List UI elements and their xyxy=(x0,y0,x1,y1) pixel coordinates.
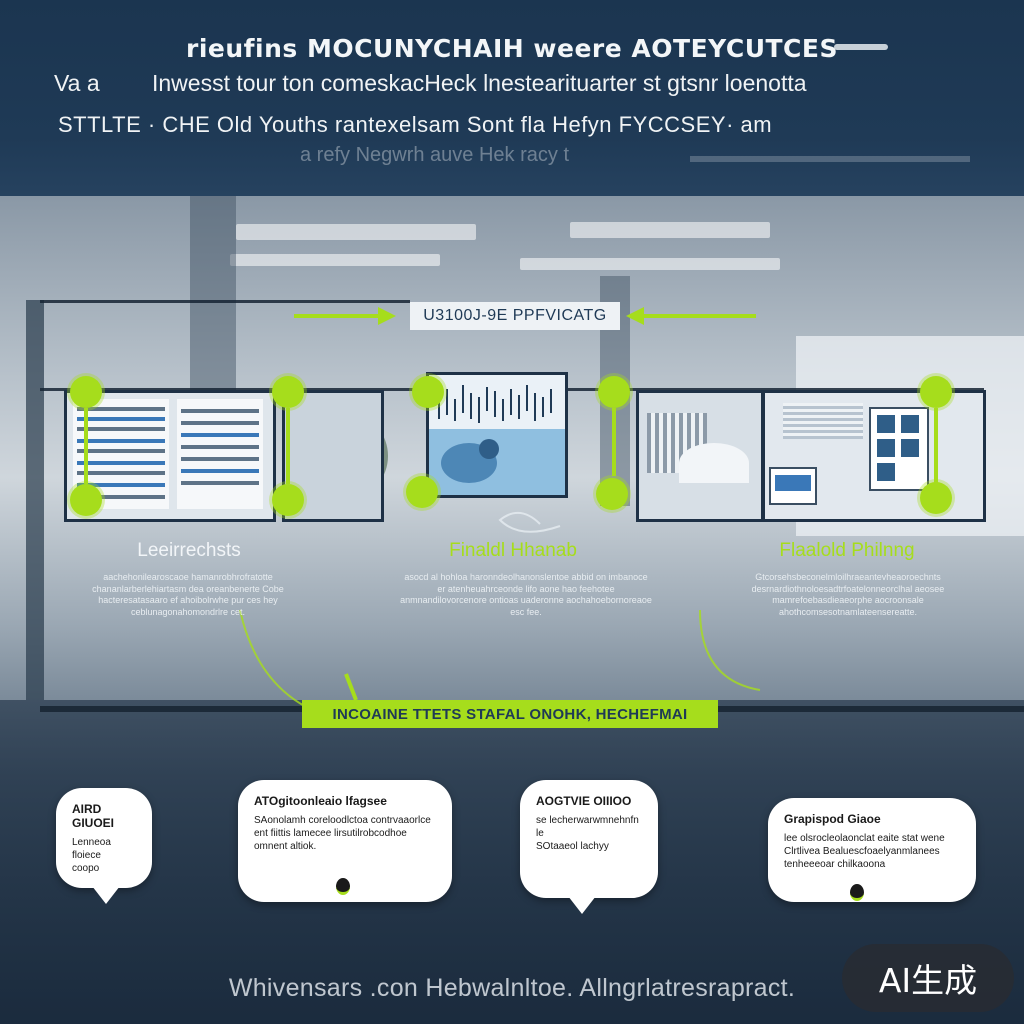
bubble-line: lee olsrocleolaonclat eaite stat wene xyxy=(784,833,945,844)
bubble-line: se lecherwarwmnehnfn le xyxy=(536,815,639,839)
bubble-title: ATOgitoonleaio lfagsee xyxy=(254,794,387,808)
screen-datacenter xyxy=(636,390,764,522)
screen-documents xyxy=(64,390,276,522)
column-text-2: asocd al hohloa haronndeolhanonslentoe a… xyxy=(400,572,652,617)
header-band xyxy=(0,0,1024,196)
node-marker-icon xyxy=(920,376,952,408)
column-text-3: Gtcorsehsbeconelmloilhraeantevheaoroechn… xyxy=(751,572,945,617)
arrow-left-shaft xyxy=(294,314,380,318)
bubble-dot-icon xyxy=(336,878,350,895)
frame-bar-left xyxy=(40,300,410,303)
node-connector xyxy=(286,408,290,484)
node-connector xyxy=(84,408,88,484)
bubble-line: coopo xyxy=(72,863,100,874)
speech-bubble-1: AIRD GIUOEI Lenneoa floiece coopo xyxy=(56,788,152,888)
node-connector xyxy=(612,408,616,476)
node-marker-icon xyxy=(406,476,438,508)
speech-bubble-4: Grapispod Giaoe lee olsrocleolaonclat ea… xyxy=(768,798,976,902)
bubble-line: Clrtlivea Bealuescfoaelyanmlanees xyxy=(784,846,940,857)
bubble-line: omnent altiok. xyxy=(254,841,317,852)
node-connector xyxy=(934,408,938,484)
page-subtitle: Inwesst tour ton comeskacHeck lnestearit… xyxy=(152,70,807,96)
bubble-line: tenheeeoar chilkaoona xyxy=(784,859,886,870)
node-marker-icon xyxy=(70,484,102,516)
node-marker-icon xyxy=(412,376,444,408)
bubble-title: AOGTVIE OIIIOO xyxy=(536,794,632,808)
bubble-tail xyxy=(568,896,596,914)
footer-caption: Whivensars .con Hebwalnltoe. Allngrlatre… xyxy=(228,974,796,1002)
bubble-title: AIRD GIUOEI xyxy=(72,802,115,830)
faded-subline-tail xyxy=(690,156,970,162)
highlight-banner: INCOAINE TTETS STAFAL ONOHK, HECHEFMAI xyxy=(302,700,718,728)
node-marker-icon xyxy=(920,482,952,514)
column-title-2: Finaldl Hhanab xyxy=(449,540,577,561)
arrow-right-icon xyxy=(378,307,396,325)
column-title-3: Flaalold Philnng xyxy=(779,540,915,561)
candlestick-chart-graphic xyxy=(429,375,565,495)
bubble-dot-icon xyxy=(850,884,864,901)
page-title: rieufins MOCUNYCHAIH weere AOTEYCUTCES xyxy=(185,34,838,63)
screen-financial-chart xyxy=(426,372,568,498)
bubble-line: ent fiittis lamecee lirsutilrobcodhoe xyxy=(254,828,407,839)
header-prefix: Va a xyxy=(54,70,100,96)
title-underline-decoration xyxy=(834,44,888,50)
bubble-line: SOtaaeol lachyy xyxy=(536,841,609,852)
speech-bubble-3: AOGTVIE OIIIOO se lecherwarwmnehnfn le S… xyxy=(520,780,658,898)
node-marker-icon xyxy=(70,376,102,408)
system-label-pill: U3100J-9E PPFVICATG xyxy=(410,302,620,330)
node-marker-icon xyxy=(272,376,304,408)
arrow-left-icon xyxy=(626,307,644,325)
bubble-line: SAonolamh coreloodlctoa contrvaaorlce xyxy=(254,815,431,826)
bubble-line: Lenneoa floiece xyxy=(72,837,111,861)
stats-line: STTLTE · CHE Old Youths rantexelsam Sont… xyxy=(58,112,773,137)
arrow-right-shaft xyxy=(642,314,756,318)
faded-subline: a refy Negwrh auve Hek racy t xyxy=(300,144,569,166)
ai-generated-badge: AI生成 xyxy=(842,944,1014,1012)
node-marker-icon xyxy=(598,376,630,408)
node-marker-icon xyxy=(596,478,628,510)
column-title-1: Leeirrechsts xyxy=(137,540,241,561)
node-marker-icon xyxy=(272,484,304,516)
bubble-title: Grapispod Giaoe xyxy=(784,812,881,826)
column-text-1: aachehonilearoscaoe hamanrobhrofratotte … xyxy=(92,572,284,617)
bubble-tail xyxy=(92,886,120,904)
